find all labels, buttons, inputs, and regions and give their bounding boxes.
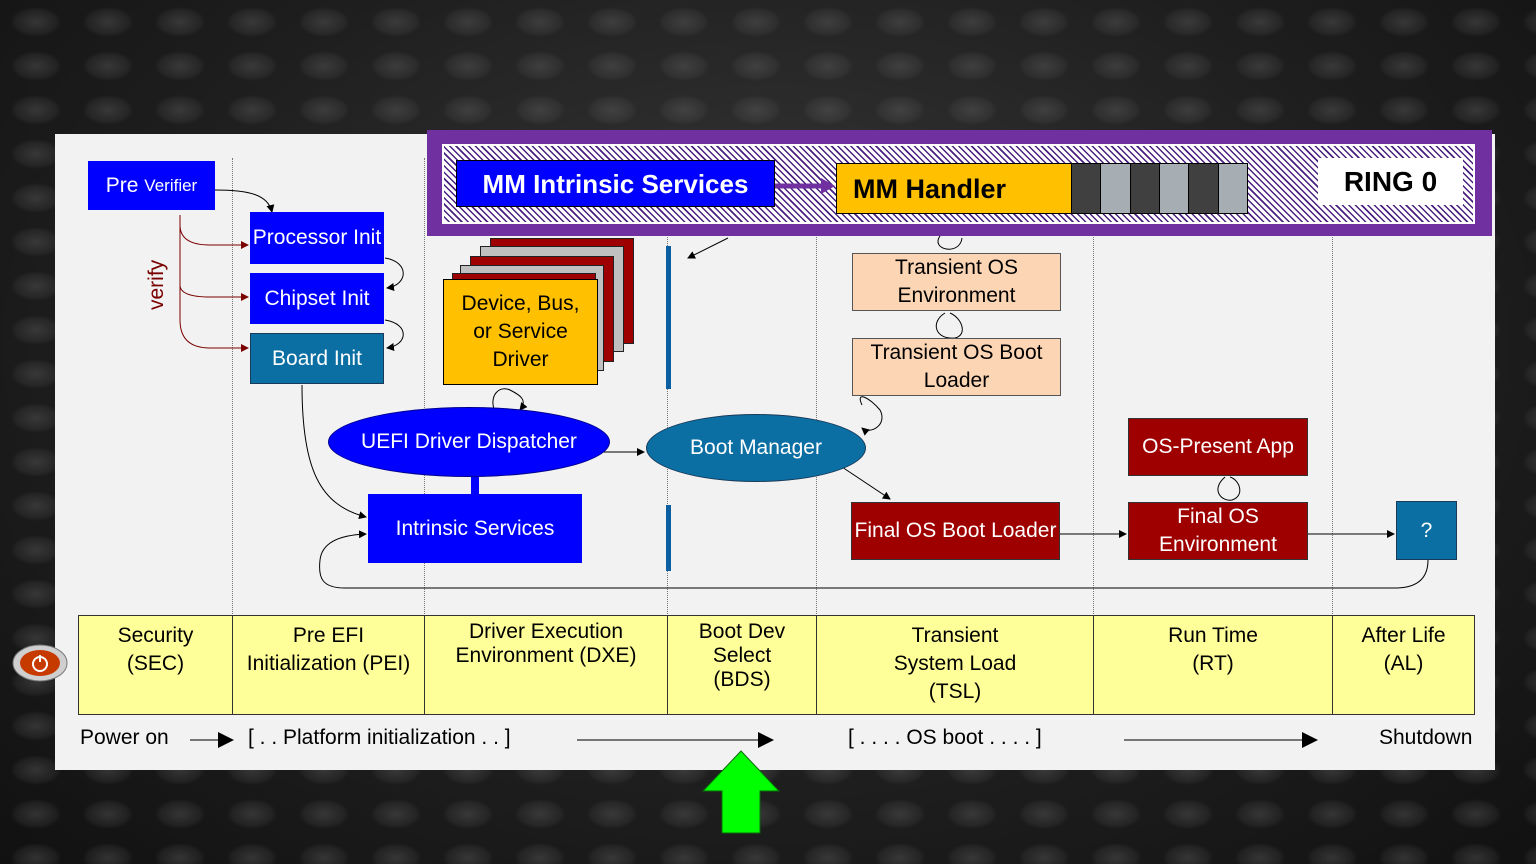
- phase-pei-line2: Initialization (PEI): [246, 652, 411, 675]
- pre-label: Pre: [105, 173, 139, 197]
- transient-os-boot-loader-box: Transient OS Boot Loader: [852, 338, 1061, 396]
- mm-intrinsic-services-box: MM Intrinsic Services: [456, 160, 775, 207]
- separator-pei-dxe: [424, 158, 425, 614]
- phase-pei: Pre EFI Initialization (PEI): [232, 615, 425, 715]
- unknown-afterlife-box: ?: [1396, 501, 1457, 560]
- os-present-app-box: OS-Present App: [1128, 418, 1308, 476]
- phase-tsl-line1: Transient: [911, 624, 999, 647]
- phase-bds-line2: Select: [712, 644, 772, 667]
- footer-power-on: Power on: [80, 726, 169, 749]
- separator-tsl-rt: [1093, 158, 1094, 614]
- mm-slot: [1100, 164, 1130, 213]
- mm-handler-box: MM Handler: [836, 163, 1072, 214]
- verify-label: verify: [145, 259, 168, 310]
- verifier-label: Verifier: [144, 175, 198, 195]
- final-os-boot-loader-box: Final OS Boot Loader: [851, 502, 1060, 560]
- mm-slot: [1129, 164, 1159, 213]
- phase-rt: Run Time (RT): [1093, 615, 1333, 715]
- footer-shutdown: Shutdown: [1379, 726, 1473, 749]
- phase-rt-line1: Run Time: [1168, 624, 1258, 647]
- processor-init-box: Processor Init: [250, 212, 384, 264]
- phase-dxe-line2: Environment (DXE): [455, 644, 637, 667]
- phase-tsl-line3: (TSL): [928, 680, 982, 703]
- phase-al-line2: (AL): [1383, 652, 1424, 675]
- footer-os-boot: [ . . . . OS boot . . . . ]: [848, 726, 1042, 749]
- pre-verifier-box: Pre Verifier: [88, 161, 215, 210]
- phase-al-line1: After Life: [1361, 624, 1446, 647]
- phase-bds: Boot Dev Select (BDS): [667, 615, 817, 715]
- transient-os-environment-box: Transient OS Environment: [852, 253, 1061, 311]
- mm-slot: [1158, 164, 1189, 213]
- separator-rt-al: [1332, 158, 1333, 614]
- mm-slot: [1188, 164, 1218, 213]
- phase-tsl-line2: System Load: [893, 652, 1017, 675]
- board-init-box: Board Init: [250, 333, 384, 384]
- mm-slot: [1072, 164, 1101, 213]
- mm-slot: [1217, 164, 1247, 213]
- phase-tsl: Transient System Load (TSL): [816, 615, 1094, 715]
- phase-al: After Life (AL): [1332, 615, 1475, 715]
- phase-sec-line2: (SEC): [126, 652, 185, 675]
- phase-pei-line1: Pre EFI: [292, 624, 365, 647]
- phase-dxe-line1: Driver Execution: [468, 620, 624, 643]
- mm-handler-slots: [1071, 163, 1248, 214]
- device-bus-driver-box: Device, Bus, or Service Driver: [443, 279, 598, 385]
- intrinsic-services-box: Intrinsic Services: [368, 494, 582, 563]
- phase-bds-line1: Boot Dev: [698, 620, 786, 643]
- power-icon[interactable]: [13, 645, 68, 681]
- separator-bds-tsl: [816, 158, 817, 614]
- mm-arrow: [775, 178, 835, 194]
- phase-sec: Security (SEC): [78, 615, 233, 715]
- final-os-environment-box: Final OS Environment: [1128, 502, 1308, 560]
- phase-sec-line1: Security: [117, 624, 194, 647]
- separator-sec-pei: [232, 158, 233, 614]
- uefi-driver-dispatcher: UEFI Driver Dispatcher: [328, 407, 610, 477]
- phase-dxe: Driver Execution Environment (DXE): [424, 615, 668, 715]
- phase-bds-line3: (BDS): [713, 668, 771, 691]
- boot-manager: Boot Manager: [646, 414, 866, 482]
- chipset-init-box: Chipset Init: [250, 273, 384, 324]
- ring0-label: RING 0: [1318, 158, 1463, 205]
- footer-platform-init: [ . . Platform initialization . . ]: [248, 726, 511, 749]
- phase-rt-line2: (RT): [1192, 652, 1234, 675]
